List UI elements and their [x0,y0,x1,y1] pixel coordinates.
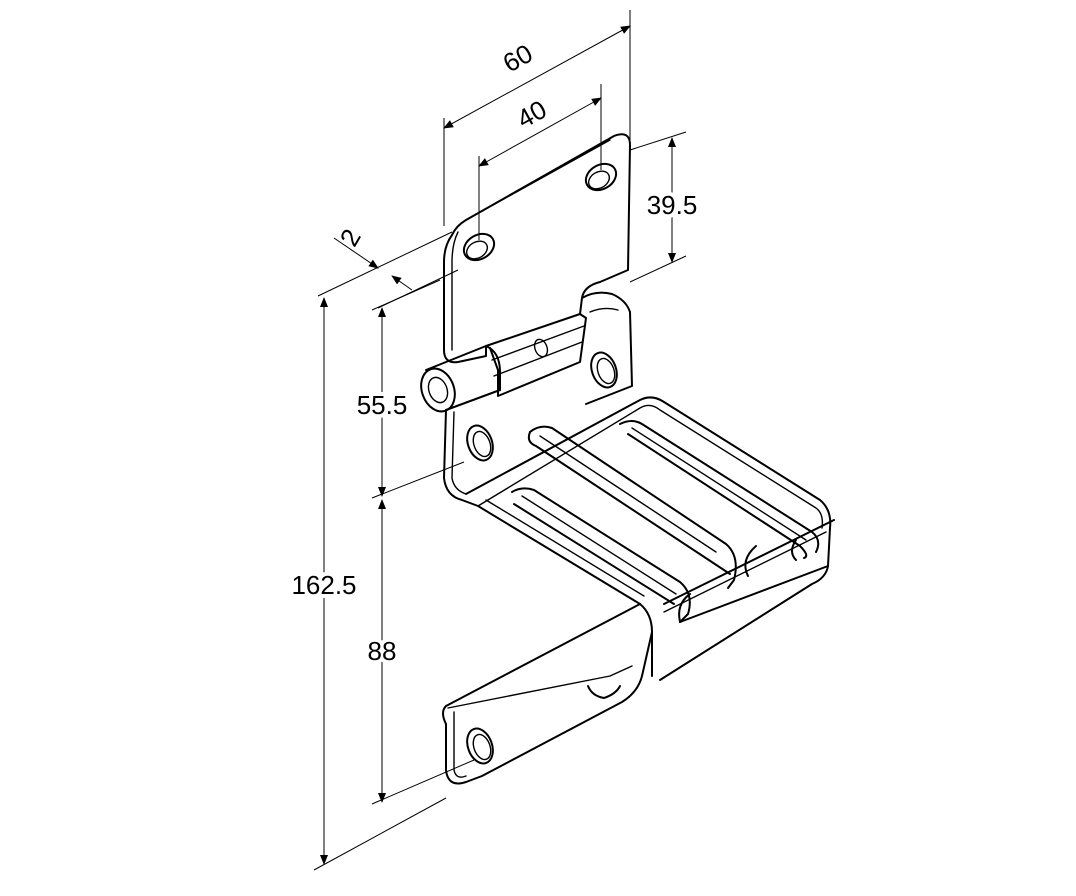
back-plate-hole-left [466,424,494,462]
dimension-label-39-5: 39.5 [647,190,698,220]
dimension-thickness: 2 [317,224,459,309]
leaf-hole-left [462,232,496,262]
dimension-label-88: 88 [368,636,397,666]
hinge-pin-end [420,367,456,413]
dimension-lower-height: 88 [364,499,475,805]
back-plate [443,311,633,507]
knuckle-pin-hole [533,338,549,358]
lower-arm-hole [466,727,494,765]
leaf-hole-right [584,162,618,192]
upper-hinge-leaf [443,133,631,364]
hinge-knuckle [420,291,631,413]
dimension-total-height: 162.5 [287,297,447,871]
dimension-label-60: 60 [498,38,538,78]
dimension-label-55-5: 55.5 [357,390,408,420]
dimension-label-162-5: 162.5 [291,570,356,600]
lower-arm [442,603,653,785]
ribbed-platform [465,396,835,681]
dimension-hole-spacing: 40 [478,84,602,240]
hinge-bracket [420,133,835,785]
back-plate-hole-right [590,351,618,389]
dimension-label-2: 2 [334,224,367,252]
dimension-leaf-height: 39.5 [629,131,701,283]
dimension-upper-height: 55.5 [353,279,465,499]
dimension-label-40: 40 [512,94,552,134]
